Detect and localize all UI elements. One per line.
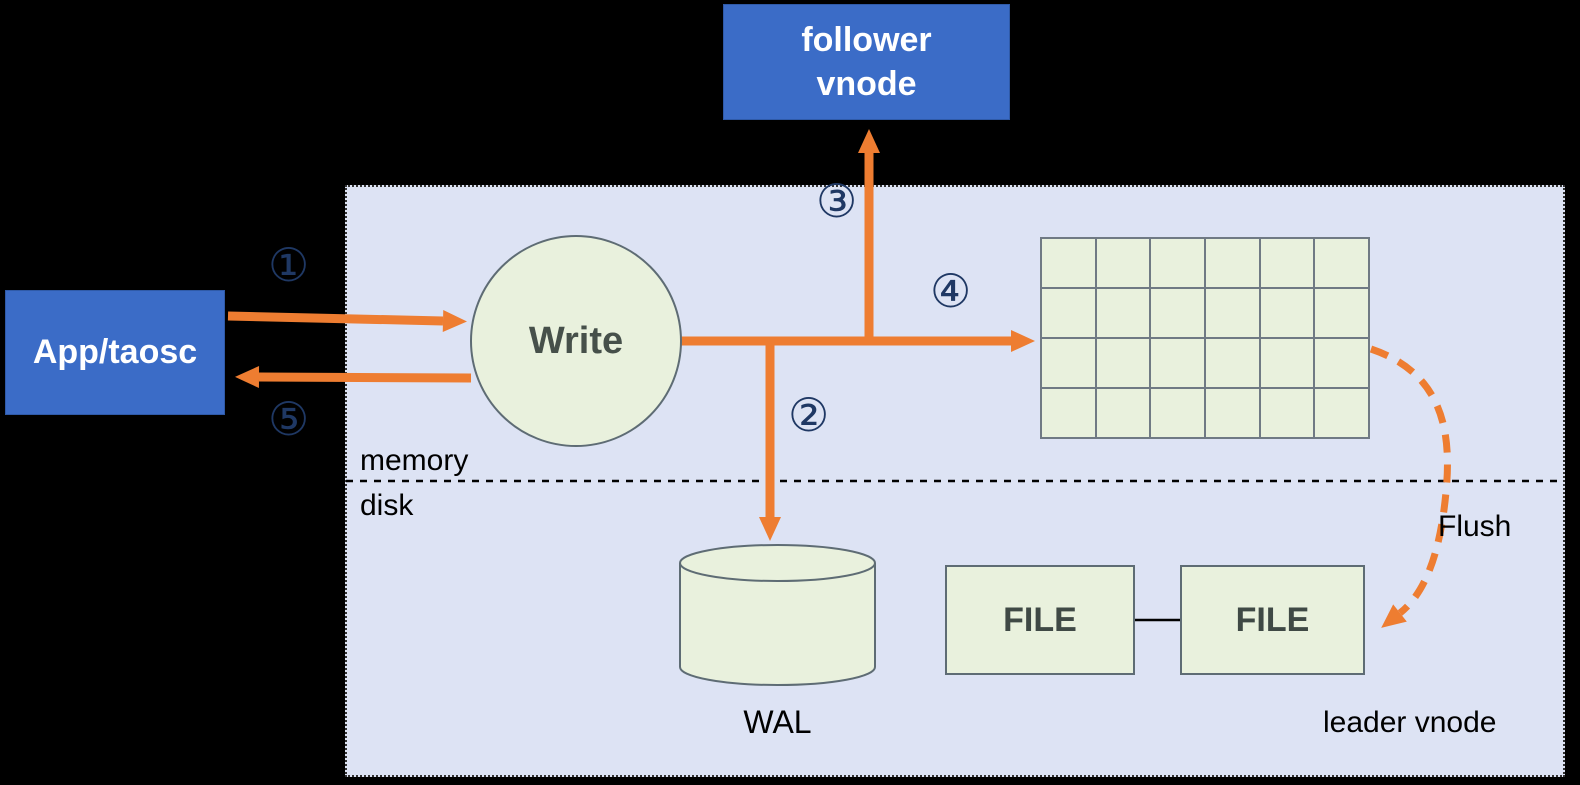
app-taosc-box: App/taosc: [5, 290, 225, 415]
wal-label: WAL: [743, 704, 812, 740]
memory-region-label: memory: [360, 444, 469, 477]
memtable-cell: [1095, 238, 1151, 288]
step-number-3: ③: [816, 174, 858, 228]
memtable-cell: [1041, 288, 1096, 338]
memtable-cell: [1205, 238, 1260, 288]
memtable-cell: [1095, 388, 1151, 438]
memtable-cell: [1041, 388, 1096, 438]
memtable-cell: [1150, 238, 1205, 288]
step-number-4: ④: [930, 264, 972, 318]
follower-vnode-label-line2: vnode: [816, 65, 917, 103]
memtable-cell: [1205, 288, 1260, 338]
memtable-cell: [1259, 288, 1315, 338]
follower-vnode-box: follower vnode: [723, 4, 1010, 120]
app-taosc-label: App/taosc: [32, 333, 198, 372]
memtable-cell: [1041, 238, 1096, 288]
follower-vnode-label-line1: follower: [801, 20, 932, 59]
step-number-5: ⑤: [268, 392, 310, 446]
step-number-2: ②: [788, 388, 830, 442]
memtable-cell: [1259, 238, 1315, 288]
file2-label: FILE: [1235, 600, 1310, 639]
memtable-cell: [1314, 338, 1369, 388]
memtable-cell: [1095, 338, 1151, 388]
memtable-cell: [1205, 338, 1260, 388]
write-label: Write: [528, 319, 624, 362]
step-number-1: ①: [268, 238, 310, 292]
memtable-cell: [1259, 338, 1315, 388]
flush-label: Flush: [1438, 510, 1512, 543]
memtable-cell: [1314, 288, 1369, 338]
file-box-2: FILE: [1180, 565, 1365, 675]
memtable-grid: [1040, 237, 1370, 439]
memtable-cell: [1205, 388, 1260, 438]
memtable-cell: [1314, 238, 1369, 288]
memtable-cell: [1150, 338, 1205, 388]
write-node: Write: [470, 235, 682, 447]
file-box-1: FILE: [945, 565, 1135, 675]
memtable-cell: [1150, 388, 1205, 438]
memtable-cell: [1150, 288, 1205, 338]
memtable-cell: [1095, 288, 1151, 338]
disk-region-label: disk: [360, 489, 414, 522]
file1-label: FILE: [1003, 600, 1077, 639]
memtable-cell: [1041, 338, 1096, 388]
memtable-cell: [1314, 388, 1369, 438]
leader-vnode-label: leader vnode: [1323, 706, 1497, 739]
memtable-cell: [1259, 388, 1315, 438]
